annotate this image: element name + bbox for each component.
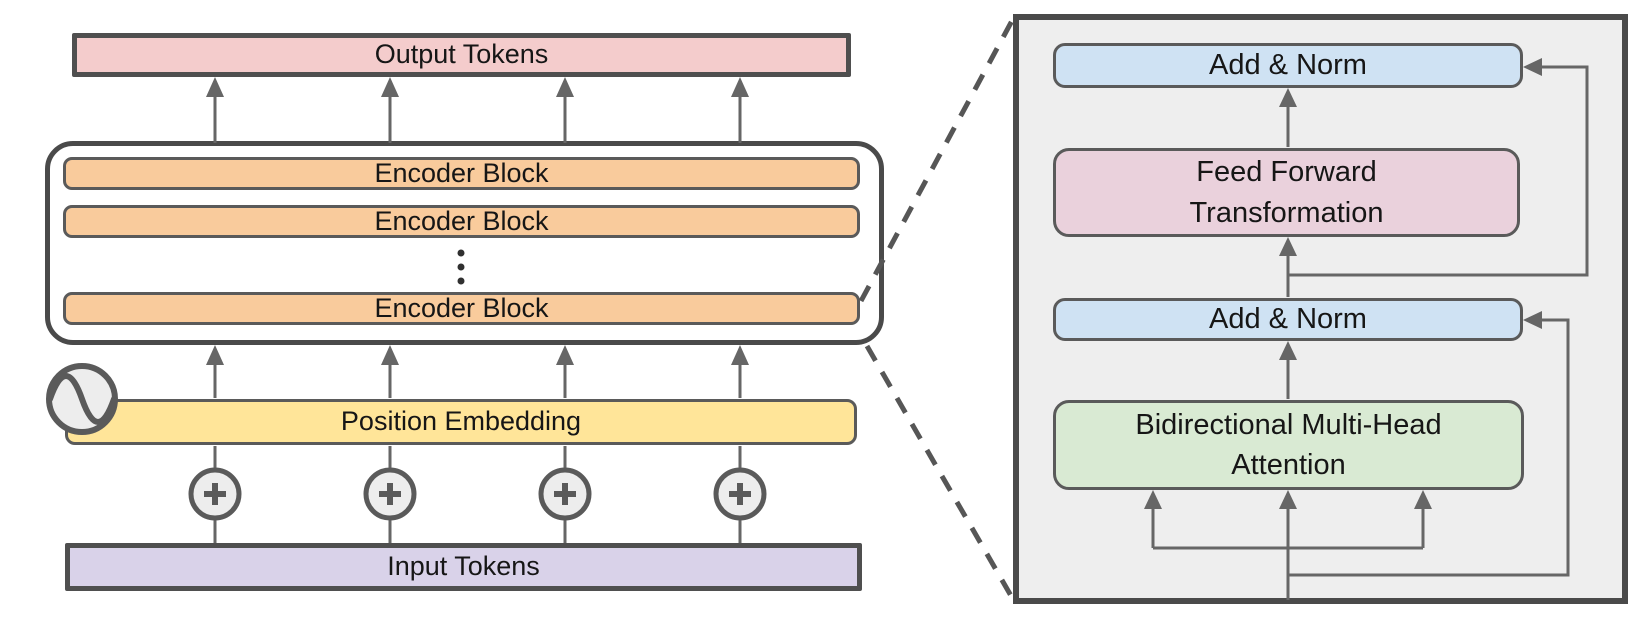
attention-label-line1: Bidirectional Multi-Head [1135,408,1442,441]
encoder-to-output-arrows [206,77,749,143]
embedding-to-encoder-arrows [206,345,749,398]
encoder-block-3: Encoder Block [63,292,860,325]
input-tokens-box: Input Tokens [65,543,862,591]
plus-icon [363,467,417,521]
feed-forward-label-line2: Transformation [1189,196,1384,229]
feed-forward-label: Feed Forward Transformation [1190,152,1384,232]
encoder-block-2: Encoder Block [63,205,860,238]
attention-box: Bidirectional Multi-Head Attention [1053,400,1524,490]
plus-icons [188,467,767,521]
plus-icon [538,467,592,521]
encoder-block-1-label: Encoder Block [374,157,549,188]
feed-forward-label-line1: Feed Forward [1196,156,1377,189]
attention-label-line2: Attention [1231,449,1346,481]
feed-forward-box: Feed Forward Transformation [1053,148,1520,237]
input-tokens-label: Input Tokens [387,551,540,582]
output-tokens-label: Output Tokens [374,39,549,70]
add-norm-bottom-box: Add & Norm [1053,298,1523,341]
input-to-embedding-connectors [213,446,742,543]
plus-icon [713,467,767,521]
attention-label: Bidirectional Multi-Head Attention [1135,405,1441,485]
add-norm-top-box: Add & Norm [1053,43,1523,88]
encoder-block-1: Encoder Block [63,157,860,190]
position-embedding-label: Position Embedding [340,406,582,437]
encoder-block-3-label: Encoder Block [374,292,549,323]
plus-icon [188,467,242,521]
add-norm-bottom-label: Add & Norm [1209,302,1367,335]
output-tokens-box: Output Tokens [72,33,851,77]
position-embedding-box: Position Embedding [65,399,857,445]
encoder-block-2-label: Encoder Block [374,205,549,236]
add-norm-top-label: Add & Norm [1209,48,1367,81]
